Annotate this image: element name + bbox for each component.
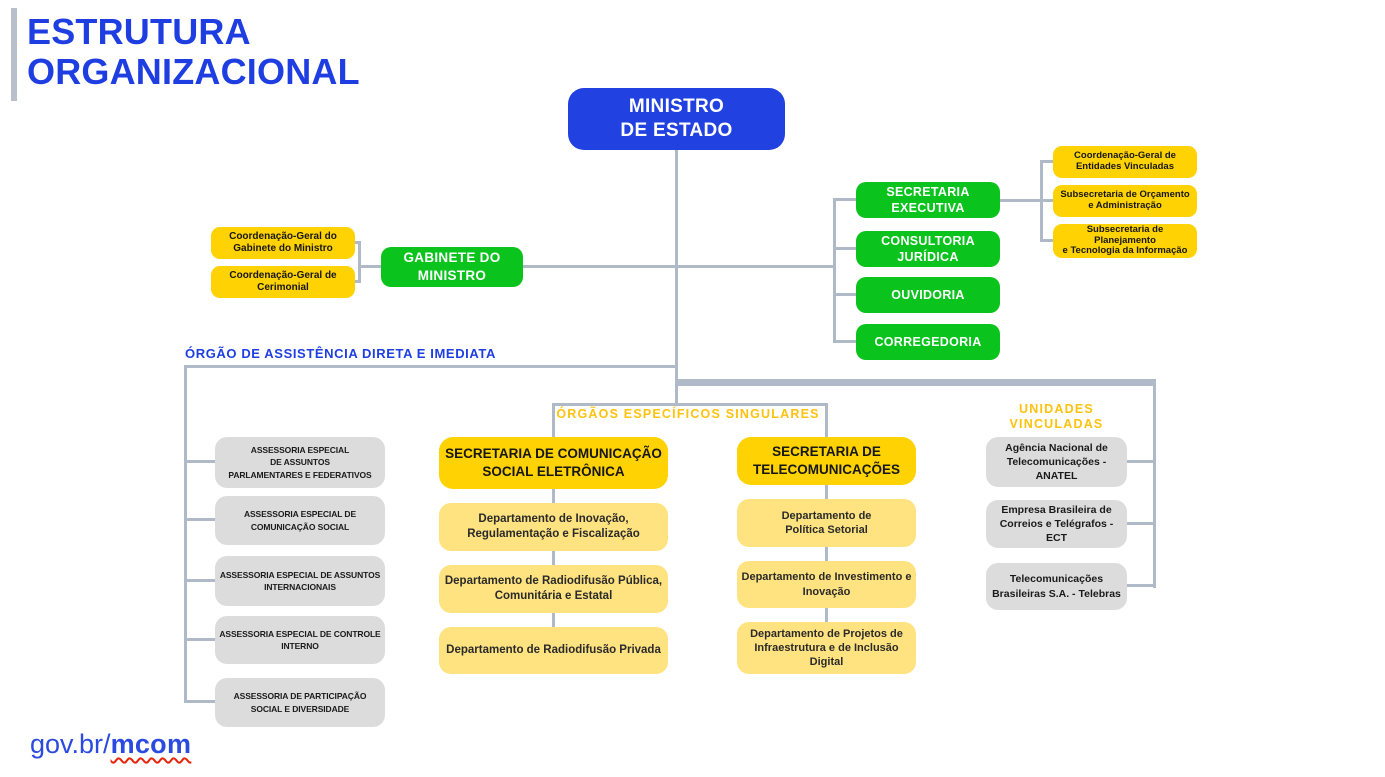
connector-line (552, 403, 555, 438)
section-label-unidades-vinculadas: UNIDADES VINCULADAS (1009, 402, 1104, 431)
connector-line (833, 199, 836, 343)
connector-line (184, 579, 216, 582)
org-node-assessoria-controle-interno: ASSESSORIA ESPECIAL DE CONTROLE INTERNO (215, 616, 385, 664)
connector-line (833, 340, 856, 343)
connector-line (552, 613, 555, 627)
org-node-consultoria-juridica: CONSULTORIA JURÍDICA (856, 231, 1000, 267)
org-node-label: GABINETE DO MINISTRO (403, 250, 501, 283)
org-node-label: Coordenação-Geral de Cerimonial (229, 270, 337, 293)
connector-line (184, 638, 216, 641)
connector-line (352, 241, 361, 244)
org-node-label: ASSESSORIA DE PARTICIPAÇÃO SOCIAL E DIVE… (233, 691, 367, 714)
org-node-anatel: Agência Nacional de Telecomunicações - A… (986, 437, 1127, 487)
org-node-secretaria-telecomunicacoes: SECRETARIA DE TELECOMUNICAÇÕES (737, 437, 916, 485)
connector-line (825, 608, 828, 622)
title-accent-bar (11, 8, 17, 101)
org-node-label: Subsecretaria de Planejamento e Tecnolog… (1062, 223, 1188, 257)
org-node-label: ASSESSORIA ESPECIAL DE ASSUNTOS PARLAMEN… (228, 445, 372, 480)
org-node-label: Coordenação-Geral do Gabinete do Ministr… (229, 231, 337, 254)
org-node-label: Departamento de Radiodifusão Privada (446, 644, 661, 657)
connector-line (358, 265, 382, 268)
org-node-dept-politica-setorial: Departamento de Política Setorial (737, 499, 916, 547)
org-node-assessoria-participacao-social: ASSESSORIA DE PARTICIPAÇÃO SOCIAL E DIVE… (215, 678, 385, 727)
org-node-dept-inovacao-regulamentacao: Departamento de Inovação, Regulamentação… (439, 503, 668, 551)
connector-line (184, 365, 678, 368)
org-node-label: CONSULTORIA JURÍDICA (881, 233, 975, 264)
connector-line (825, 403, 828, 438)
org-node-label: SECRETARIA EXECUTIVA (886, 184, 970, 215)
org-node-cg-gabinete-ministro: Coordenação-Geral do Gabinete do Ministr… (211, 227, 355, 259)
org-node-label: SECRETARIA DE COMUNICAÇÃO SOCIAL ELETRÔN… (445, 446, 662, 479)
org-node-label: MINISTRO DE ESTADO (620, 96, 733, 141)
govbr-mcom-logo: gov.br/mcom (30, 729, 191, 760)
connector-line (552, 403, 828, 406)
connector-line (523, 265, 835, 268)
connector-line (833, 293, 856, 296)
org-node-cg-cerimonial: Coordenação-Geral de Cerimonial (211, 266, 355, 298)
logo-prefix: gov.br (30, 729, 104, 759)
org-node-dept-radiodifusao-privada: Departamento de Radiodifusão Privada (439, 627, 668, 674)
org-node-secretaria-executiva: SECRETARIA EXECUTIVA (856, 182, 1000, 218)
org-node-label: Empresa Brasileira de Correios e Telégra… (999, 503, 1114, 545)
org-node-gabinete-do-ministro: GABINETE DO MINISTRO (381, 247, 523, 287)
org-node-label: Departamento de Política Setorial (781, 509, 872, 536)
logo-separator: / (103, 729, 111, 759)
org-node-subsecretaria-orcamento: Subsecretaria de Orçamento e Administraç… (1053, 185, 1197, 217)
org-node-label: ASSESSORIA ESPECIAL DE CONTROLE INTERNO (219, 628, 381, 651)
connector-line (1127, 584, 1153, 587)
org-node-label: Telecomunicações Brasileiras S.A. - Tele… (992, 573, 1121, 600)
connector-line (1040, 161, 1043, 242)
org-node-ect: Empresa Brasileira de Correios e Telégra… (986, 500, 1127, 548)
org-node-dept-projetos-infraestrutura: Departamento de Projetos de Infraestrutu… (737, 622, 916, 674)
connector-line (675, 150, 678, 406)
connector-line (825, 485, 828, 499)
connector-line (552, 551, 555, 565)
org-node-label: Departamento de Projetos de Infraestrutu… (750, 627, 903, 669)
org-node-subsecretaria-planejamento: Subsecretaria de Planejamento e Tecnolog… (1053, 224, 1197, 258)
connector-line (833, 247, 856, 250)
connector-line (1040, 160, 1053, 163)
connector-line (352, 280, 361, 283)
org-node-label: Coordenação-Geral de Entidades Vinculada… (1074, 150, 1176, 172)
org-node-cg-entidades-vinculadas: Coordenação-Geral de Entidades Vinculada… (1053, 146, 1197, 178)
org-node-label: Departamento de Radiodifusão Pública, Co… (444, 575, 663, 602)
org-node-label: Agência Nacional de Telecomunicações - A… (1005, 441, 1108, 483)
section-label-assistencia: ÓRGÃO DE ASSISTÊNCIA DIRETA E IMEDIATA (185, 346, 496, 361)
connector-line (1127, 460, 1153, 463)
connector-line (678, 379, 1156, 386)
org-node-dept-radiodifusao-publica: Departamento de Radiodifusão Pública, Co… (439, 565, 668, 613)
org-node-telebras: Telecomunicações Brasileiras S.A. - Tele… (986, 563, 1127, 610)
section-label-orgaos-especificos: ÓRGÃOS ESPECÍFICOS SINGULARES (556, 407, 820, 421)
connector-line (184, 460, 216, 463)
org-node-label: ASSESSORIA ESPECIAL DE ASSUNTOS INTERNAC… (219, 569, 381, 592)
org-node-label: Subsecretaria de Orçamento e Administraç… (1060, 189, 1190, 211)
org-node-label: CORREGEDORIA (874, 334, 982, 349)
org-node-label: OUVIDORIA (891, 287, 965, 302)
org-node-ouvidoria: OUVIDORIA (856, 277, 1000, 313)
connector-line (1040, 239, 1053, 242)
connector-line (833, 198, 856, 201)
org-node-assessoria-comunicacao-social: ASSESSORIA ESPECIAL DE COMUNICAÇÃO SOCIA… (215, 496, 385, 545)
connector-line (552, 489, 555, 503)
org-node-assessoria-parlamentares: ASSESSORIA ESPECIAL DE ASSUNTOS PARLAMEN… (215, 437, 385, 488)
logo-name: mcom (110, 729, 192, 759)
connector-line (184, 700, 216, 703)
connector-line (1000, 199, 1053, 202)
connector-line (825, 547, 828, 561)
connector-line (184, 365, 187, 703)
org-node-label: ASSESSORIA ESPECIAL DE COMUNICAÇÃO SOCIA… (243, 509, 357, 532)
connector-line (358, 241, 361, 283)
org-node-ministro-de-estado: MINISTRO DE ESTADO (568, 88, 785, 150)
org-node-dept-investimento-inovacao: Departamento de Investimento e Inovação (737, 561, 916, 608)
org-node-label: Departamento de Inovação, Regulamentação… (467, 513, 640, 540)
org-node-corregedoria: CORREGEDORIA (856, 324, 1000, 360)
connector-line (1127, 522, 1153, 525)
org-node-secretaria-comunicacao-eletronica: SECRETARIA DE COMUNICAÇÃO SOCIAL ELETRÔN… (439, 437, 668, 489)
org-node-assessoria-assuntos-internacionais: ASSESSORIA ESPECIAL DE ASSUNTOS INTERNAC… (215, 556, 385, 606)
org-node-label: SECRETARIA DE TELECOMUNICAÇÕES (752, 444, 900, 477)
page-title: ESTRUTURA ORGANIZACIONAL (27, 11, 360, 92)
org-node-label: Departamento de Investimento e Inovação (741, 571, 912, 598)
connector-line (184, 518, 216, 521)
connector-line (1153, 379, 1156, 588)
